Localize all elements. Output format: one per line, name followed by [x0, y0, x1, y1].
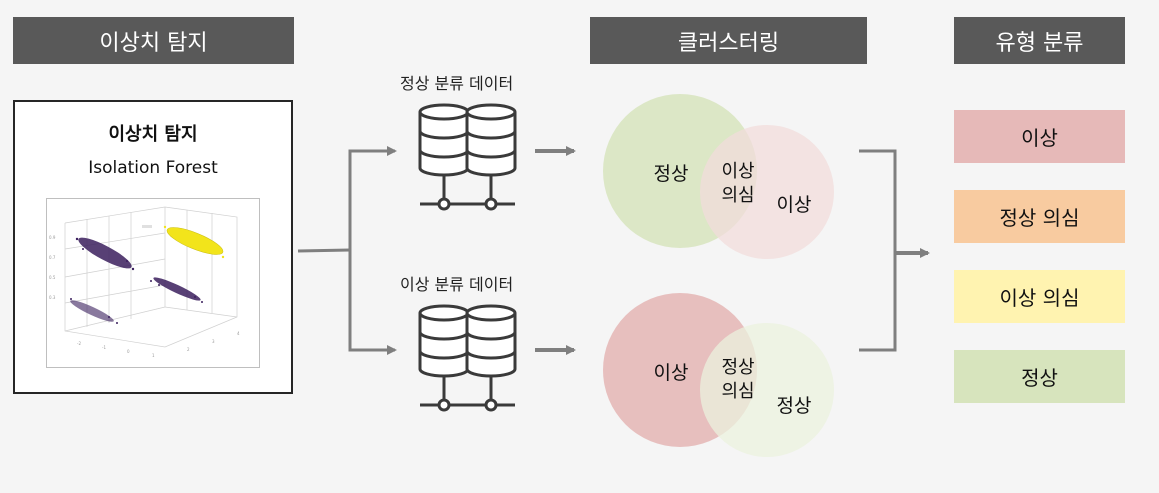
svg-text:0.3: 0.3: [49, 295, 56, 300]
venn-top: 정상 이상 의심 이상: [603, 94, 834, 259]
venn-bottom-normal-circle: [700, 323, 834, 457]
venn-top-right-label: 이상: [777, 194, 812, 216]
header-clustering-label: 클러스터링: [677, 30, 780, 56]
svg-text:0.9: 0.9: [49, 235, 56, 240]
svg-text:3: 3: [212, 339, 215, 344]
header-type-classification: 유형 분류: [954, 17, 1125, 64]
svg-text:1: 1: [152, 353, 155, 358]
venn-bottom: 이상 정상 의심 정상: [603, 293, 834, 457]
header-anomaly-detection: 이상치 탐지: [13, 17, 294, 64]
header-anomaly-detection-label: 이상치 탐지: [99, 30, 208, 56]
model-title: 이상치 탐지: [108, 124, 198, 145]
svg-text:0.7: 0.7: [49, 255, 56, 260]
venn-bottom-overlap-label-1: 정상: [721, 357, 754, 378]
category-suspected-anomaly: 이상 의심: [954, 270, 1125, 323]
scatter-plot-graphic: 0.9 0.7 0.5 0.3 -2 -1 0 1 2 3 4: [49, 206, 240, 358]
venn-top-left-label: 정상: [654, 163, 689, 185]
category-normal-label: 정상: [1021, 366, 1058, 390]
anomaly-data-label: 이상 분류 데이터: [400, 275, 514, 294]
header-clustering: 클러스터링: [590, 17, 867, 64]
svg-text:4: 4: [237, 331, 240, 336]
category-suspected-normal-label: 정상 의심: [999, 206, 1080, 230]
venn-top-overlap-label-1: 이상: [721, 161, 754, 182]
category-normal: 정상: [954, 350, 1125, 403]
svg-text:-1: -1: [102, 345, 106, 350]
database-icon-normal: [418, 103, 517, 211]
merge-connector: [859, 149, 930, 352]
venn-bottom-left-label: 이상: [654, 362, 689, 384]
venn-top-overlap-label-2: 의심: [721, 185, 754, 206]
category-anomaly: 이상: [954, 110, 1125, 163]
venn-top-anomaly-circle: [700, 125, 834, 259]
model-box: 이상치 탐지 Isolation Forest 0.9 0.7 0.5 0.3: [13, 100, 293, 394]
venn-bottom-right-label: 정상: [777, 395, 812, 417]
category-anomaly-label: 이상: [1021, 126, 1058, 150]
split-connector: [297, 146, 397, 355]
normal-data-label: 정상 분류 데이터: [400, 74, 514, 93]
database-icon-anomaly: [418, 304, 517, 412]
svg-text:2: 2: [187, 347, 190, 352]
model-subtitle: Isolation Forest: [88, 158, 218, 178]
venn-bottom-overlap-label-2: 의심: [721, 381, 754, 402]
category-suspected-anomaly-label: 이상 의심: [999, 286, 1080, 310]
svg-text:0.5: 0.5: [49, 275, 56, 280]
category-suspected-normal: 정상 의심: [954, 190, 1125, 243]
header-type-classification-label: 유형 분류: [995, 30, 1084, 56]
scatter-plot-image: 0.9 0.7 0.5 0.3 -2 -1 0 1 2 3 4: [46, 198, 260, 368]
svg-text:0: 0: [127, 349, 130, 354]
svg-text:-2: -2: [77, 341, 81, 346]
